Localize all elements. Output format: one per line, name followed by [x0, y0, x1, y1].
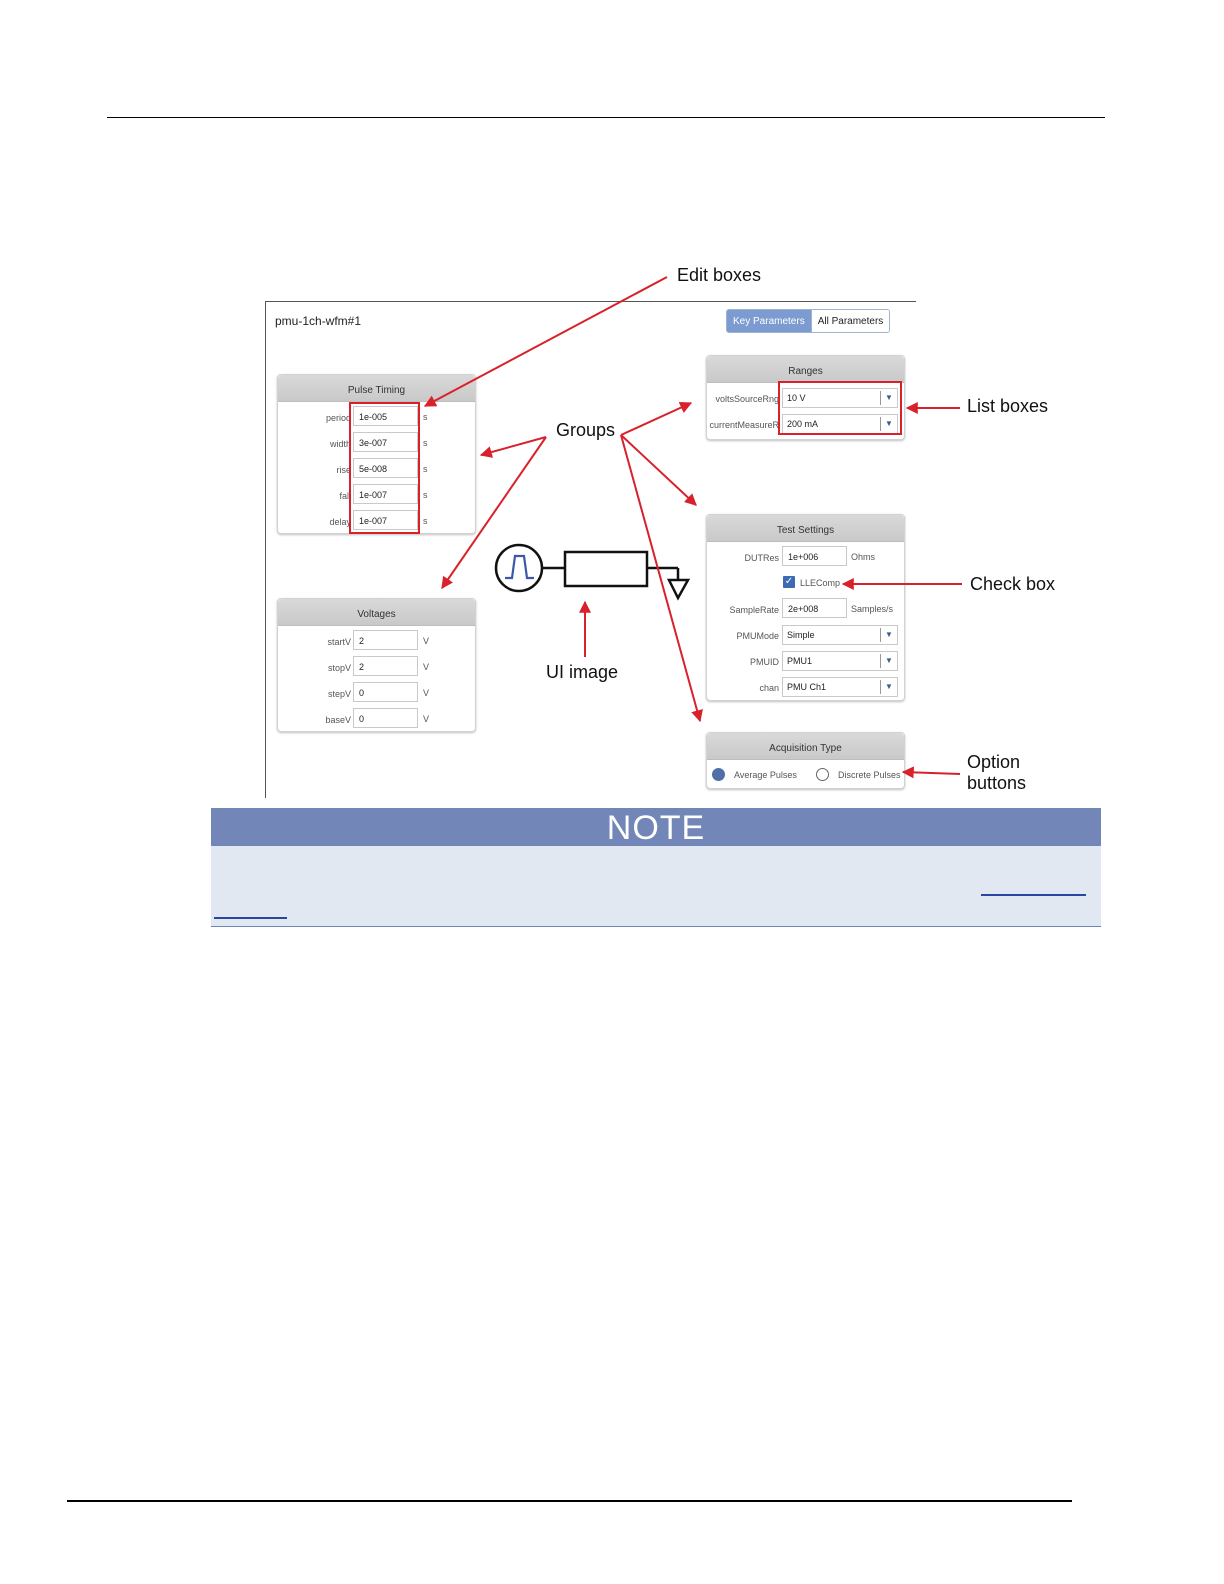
dutres-unit: Ohms [851, 552, 876, 562]
startv-label: startV [327, 637, 351, 647]
width-unit: s [423, 438, 428, 448]
ground-icon [666, 578, 691, 601]
average-pulses-label: Average Pulses [734, 770, 797, 780]
groups-callout: Groups [556, 420, 616, 440]
group-title: Test Settings [707, 515, 904, 542]
chevron-down-icon[interactable]: ▼ [880, 417, 897, 431]
chan-label: chan [759, 683, 779, 693]
group-title: Ranges [707, 356, 904, 383]
test-settings-group: Test Settings DUTRes 1e+006 Ohms ✓ LLECo… [706, 514, 905, 701]
ranges-group: Ranges voltsSourceRng 10 V ▼ currentMeas… [706, 355, 905, 440]
note-heading: NOTE [211, 808, 1101, 847]
group-title: Pulse Timing [278, 375, 475, 402]
voltssourcerng-value: 10 V [787, 393, 806, 403]
edit-boxes-callout: Edit boxes [677, 265, 762, 285]
ui-image-callout: UI image [546, 662, 619, 682]
width-label: width [329, 439, 351, 449]
note-link-continued[interactable] [214, 917, 287, 919]
ui-screenshot: pmu-1ch-wfm#1 Key Parameters All Paramet… [265, 301, 916, 798]
rise-unit: s [423, 464, 428, 474]
basev-unit: V [423, 714, 430, 724]
edit-boxes-highlight [349, 402, 420, 534]
pulse-timing-group: Pulse Timing period 1e-005 s width 3e-00… [277, 374, 476, 534]
period-label: period [325, 413, 351, 423]
currentmeasurer-label: currentMeasureR [709, 420, 779, 430]
startv-unit: V [423, 636, 430, 646]
dutres-field[interactable]: 1e+006 [782, 546, 847, 566]
width-field[interactable]: 3e-007 [353, 432, 418, 452]
chevron-down-icon[interactable]: ▼ [880, 391, 897, 405]
header-rule [107, 117, 1105, 118]
acquisition-type-group: Acquisition Type Average Pulses Discrete… [706, 732, 905, 789]
currentmeasurer-value: 200 mA [787, 419, 819, 429]
samplerate-unit: Samples/s [851, 604, 894, 614]
voltages-group: Voltages startV 2 V stopV 2 V stepV 0 V … [277, 598, 476, 732]
stopv-label: stopV [327, 663, 351, 673]
stepv-field[interactable]: 0 [353, 682, 418, 702]
parameter-view-tabs: Key Parameters All Parameters [726, 309, 891, 333]
note-link[interactable] [981, 894, 1086, 896]
device-diagram-image [494, 543, 691, 601]
chevron-down-icon[interactable]: ▼ [880, 654, 897, 668]
pmuid-value: PMU1 [787, 656, 813, 666]
fall-unit: s [423, 490, 428, 500]
llecomp-label: LLEComp [800, 578, 841, 588]
tab-all-parameters[interactable]: All Parameters [810, 310, 890, 332]
period-unit: s [423, 412, 428, 422]
average-pulses-radio[interactable] [712, 768, 725, 781]
voltssourcerng-label: voltsSourceRng [715, 394, 779, 404]
option-buttons-callout-line2: buttons [967, 773, 1027, 793]
option-buttons-callout-line1: Option [967, 752, 1021, 772]
samplerate-field[interactable]: 2e+008 [782, 598, 847, 618]
basev-label: baseV [325, 715, 351, 725]
llecomp-checkbox[interactable]: ✓ [783, 576, 795, 588]
voltssourcerng-select[interactable]: 10 V ▼ [782, 388, 898, 408]
groups-arrow-test-settings [620, 434, 697, 506]
tab-key-parameters[interactable]: Key Parameters [727, 310, 811, 332]
stepv-unit: V [423, 688, 430, 698]
groups-arrow-acquisition [620, 434, 703, 723]
test-title: pmu-1ch-wfm#1 [275, 314, 362, 328]
list-boxes-highlight [778, 381, 902, 435]
pmuid-label: PMUID [750, 657, 779, 667]
groups-arrow-ranges [620, 402, 693, 436]
note-box: NOTE [211, 808, 1101, 927]
pmumode-label: PMUMode [736, 631, 779, 641]
groups-arrow-pulse-timing [479, 436, 547, 458]
stopv-unit: V [423, 662, 430, 672]
dutres-label: DUTRes [744, 553, 779, 563]
stopv-field[interactable]: 2 [353, 656, 418, 676]
period-field[interactable]: 1e-005 [353, 406, 418, 426]
discrete-pulses-label: Discrete Pulses [838, 770, 901, 780]
basev-field[interactable]: 0 [353, 708, 418, 728]
groups-arrow-voltages [441, 436, 547, 589]
option-buttons-arrow [901, 766, 961, 779]
rise-label: rise [336, 465, 351, 475]
samplerate-label: SampleRate [729, 605, 779, 615]
delay-field[interactable]: 1e-007 [353, 510, 418, 530]
chan-select[interactable]: PMU Ch1 ▼ [782, 677, 898, 697]
delay-label: delay [329, 517, 351, 527]
list-boxes-callout: List boxes [967, 396, 1049, 416]
pmuid-select[interactable]: PMU1 ▼ [782, 651, 898, 671]
group-title: Voltages [278, 599, 475, 626]
check-box-callout: Check box [970, 574, 1056, 594]
pmumode-value: Simple [787, 630, 815, 640]
fall-field[interactable]: 1e-007 [353, 484, 418, 504]
chan-value: PMU Ch1 [787, 682, 827, 692]
edit-boxes-arrow [423, 276, 668, 407]
startv-field[interactable]: 2 [353, 630, 418, 650]
footer-rule [67, 1500, 1072, 1502]
discrete-pulses-radio[interactable] [816, 768, 829, 781]
delay-unit: s [423, 516, 428, 526]
chevron-down-icon[interactable]: ▼ [880, 628, 897, 642]
fall-label: fall [339, 491, 351, 501]
group-title: Acquisition Type [707, 733, 904, 760]
chevron-down-icon[interactable]: ▼ [880, 680, 897, 694]
rise-field[interactable]: 5e-008 [353, 458, 418, 478]
pmumode-select[interactable]: Simple ▼ [782, 625, 898, 645]
stepv-label: stepV [327, 689, 351, 699]
